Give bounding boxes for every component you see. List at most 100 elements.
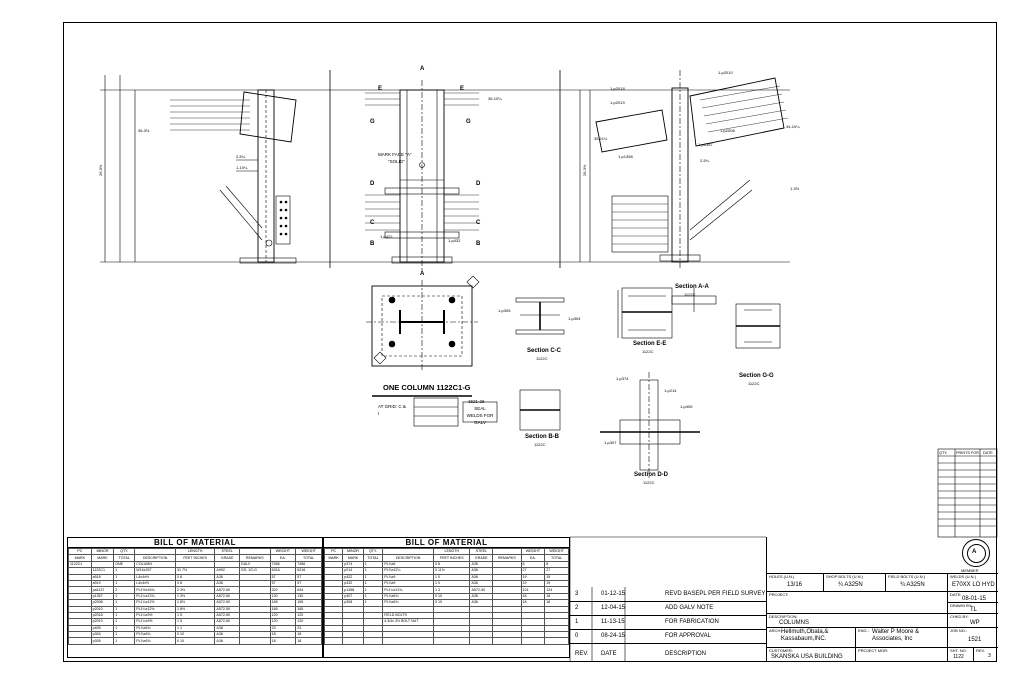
section-ref: 1122C [748, 381, 760, 386]
revision-desc: ADD GALV NOTE [665, 605, 714, 611]
svg-text:C: C [370, 220, 375, 226]
svg-text:E: E [460, 86, 464, 92]
mark-face-note: MARK FACE "A" [378, 152, 412, 157]
bom-cell [323, 637, 344, 645]
revision-rev: 1 [575, 619, 579, 625]
revision-date: 12-04-15 [601, 605, 626, 611]
svg-text:1-p2019: 1-p2019 [610, 100, 625, 105]
section-ref: 1122C [643, 480, 655, 485]
section-ref: 1122C [536, 356, 548, 361]
revision-row: 2 12-04-15 ADD GALV NOTE [570, 601, 766, 616]
revision-date: DATE [601, 651, 617, 657]
svg-text:36-3½: 36-3½ [138, 128, 150, 133]
svg-text:1-10¼: 1-10¼ [236, 165, 248, 170]
description-cell: DESCRIPTION: COLUMNS [767, 613, 947, 627]
svg-text:1-p405: 1-p405 [680, 404, 693, 409]
svg-text:1-p1358: 1-p1358 [618, 154, 633, 159]
svg-text:G: G [370, 119, 375, 125]
section-c-c-title: Section C-C [527, 348, 562, 354]
cut-letter: A [420, 66, 425, 72]
bom-title: BILL OF MATERIAL [324, 538, 569, 548]
revision-date: 08-24-15 [601, 633, 626, 639]
title-block: A MEMBER HOLES (U.N.) 13/16 SHOP BOLTS (… [766, 537, 998, 661]
svg-text:A: A [420, 271, 425, 277]
checked-by-cell: CHKD BY: WP [947, 613, 998, 627]
svg-text:G: G [466, 119, 471, 125]
revision-date: 01-12-15 [601, 591, 626, 597]
revision-rev: 3 [575, 591, 579, 597]
project-mgr-cell: PROJECT MGR: [855, 647, 947, 661]
bom-cell [382, 637, 435, 645]
section-a-a-title: Section A-A [675, 284, 709, 290]
bom-cell [238, 637, 271, 645]
welds-cell: WELDS (U.N.) E70XX LO HYD [947, 573, 998, 591]
bom-cell [433, 637, 471, 645]
section-ref: 1122C [534, 442, 546, 447]
seal-welds-note: SEAL WELDS FOR GALV [466, 406, 494, 425]
section-e-e-title: Section E-E [633, 341, 667, 347]
svg-text:26-3½: 26-3½ [98, 164, 103, 176]
bom-cell: 18 [295, 637, 322, 645]
revision-desc: REVD BASEPL PER FIELD SURVEY [665, 591, 766, 597]
company-seal: A [962, 539, 990, 567]
table-row: FIELD BOLTS [323, 611, 569, 620]
section-d-d-title: Section D-D [634, 472, 669, 478]
sheet-no-cell: SHT. NO. 1122 [947, 647, 973, 661]
prints-for-header: PRINTS FOR [956, 451, 979, 455]
bom-cell [469, 637, 494, 645]
revision-desc: FOR APPROVAL [665, 633, 711, 639]
bom-cell: 0 10 [174, 637, 216, 645]
svg-text:35-11¼: 35-11¼ [594, 136, 608, 141]
bom-cell: 18 [269, 637, 297, 645]
drawing-sheet-border [63, 22, 997, 662]
revision-rev: REV. [575, 651, 589, 657]
svg-text:1-p432: 1-p432 [448, 238, 461, 243]
svg-text:26-3½: 26-3½ [582, 164, 587, 176]
svg-text:B: B [476, 241, 481, 247]
svg-text:1-p2008: 1-p2008 [720, 128, 735, 133]
engineer-cell: ENG.: Walter P Moore & Associates, Inc [855, 627, 947, 647]
svg-text:1-p2010: 1-p2010 [718, 70, 733, 75]
ref-code: 1521-26 [468, 399, 485, 404]
section-ref: 1122C [642, 349, 654, 354]
bom-cell: p305 [90, 637, 115, 645]
rev-no-cell: REV. 3 [973, 647, 998, 661]
svg-text:2-5¼: 2-5¼ [236, 154, 246, 159]
holes-cell: HOLES (U.N.) 13/16 [767, 573, 823, 591]
section-b-b-title: Section B-B [525, 434, 560, 440]
date-cell: DATE: 08-01-15 [947, 591, 998, 602]
svg-text:1-p307: 1-p307 [604, 440, 617, 445]
architect-cell: ARCH.: Hellmuth,Obata,& Kassabaum,INC. [767, 627, 855, 647]
bom-cell [68, 637, 92, 645]
shop-bolts-cell: SHOP BOLTS (U.N.) ¾ A325N [823, 573, 885, 591]
svg-text:1-p422: 1-p422 [380, 234, 393, 239]
revision-rev: 2 [575, 605, 579, 611]
date-header: DATE [983, 451, 993, 455]
job-no-cell: JOB NO.: 1521 [947, 627, 998, 647]
svg-text:1-p1357: 1-p1357 [698, 142, 713, 147]
bom-cell [520, 637, 546, 645]
svg-text:1-p305: 1-p305 [498, 308, 511, 313]
section-g-g-title: Section G-G [739, 373, 774, 379]
revision-date: 11-13-15 [601, 619, 625, 625]
svg-text:E: E [378, 86, 382, 92]
revision-row: 3 01-12-15 REVD BASEPL PER FIELD SURVEY [570, 587, 766, 602]
svg-text:D: D [370, 181, 375, 187]
bom-cell: 1 [113, 637, 136, 645]
svg-text:36-10¼: 36-10¼ [488, 96, 502, 101]
svg-text:1-p2018: 1-p2018 [610, 86, 625, 91]
svg-text:C: C [476, 220, 481, 226]
